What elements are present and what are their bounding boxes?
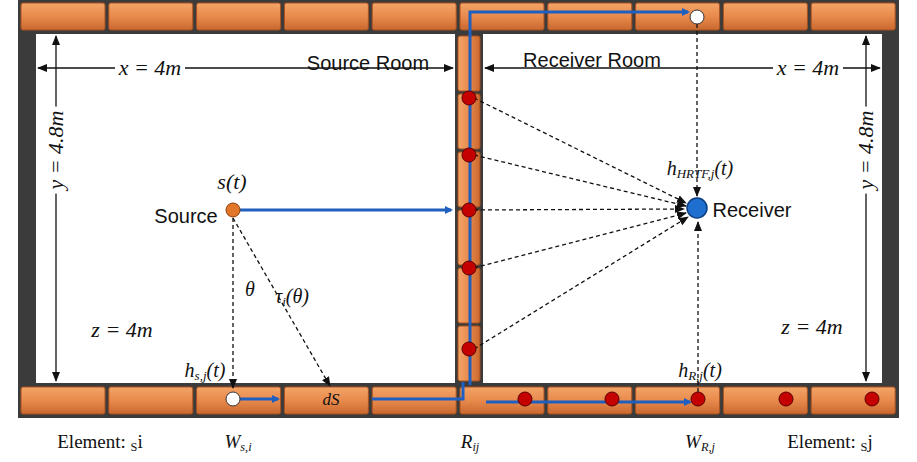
label-text: Rij (461, 432, 479, 453)
brick (723, 387, 807, 414)
source-room (36, 34, 455, 383)
brick (811, 387, 895, 414)
label-text: hR,j(t) (678, 359, 722, 381)
brick (197, 3, 281, 30)
brick (21, 387, 105, 414)
label-text: τi(θ) (275, 285, 309, 307)
source-dot (226, 203, 240, 217)
label-text: Element: Si (57, 432, 143, 453)
brick (811, 3, 895, 30)
element-dot (690, 10, 704, 24)
brick (636, 3, 720, 30)
brick (548, 3, 632, 30)
label-text: y = 4.8m (44, 107, 68, 194)
dimension-line (55, 36, 56, 381)
receiver-room (483, 34, 882, 383)
label-text: hHRTF,j(t) (667, 157, 734, 179)
label-text: hs,j(t) (185, 359, 226, 381)
label-text: Ws,i (224, 432, 251, 453)
label-text: WR,j (685, 432, 715, 453)
ray-line (233, 218, 330, 386)
brick (284, 3, 368, 30)
label-text: θ (245, 278, 255, 300)
label-text: Receiver Room (523, 49, 661, 71)
element-dots (462, 91, 879, 406)
label-text: z = 4m (91, 318, 152, 342)
label-text: x = 4m (773, 56, 844, 80)
label-text: s(t) (217, 170, 246, 194)
ray-lines (474, 24, 698, 392)
brick (284, 387, 368, 414)
dimension-line (865, 36, 866, 381)
brick (372, 3, 456, 30)
label-text: Source (154, 205, 217, 227)
element-dot (226, 392, 240, 406)
receiver-dot (687, 198, 707, 218)
label-text: y = 4.8m (854, 107, 878, 194)
ray-line (232, 218, 233, 388)
label-text: x = 4m (115, 56, 186, 80)
label-text: z = 4m (781, 315, 842, 339)
brick (109, 3, 193, 30)
brick (109, 387, 193, 414)
brick (197, 387, 281, 414)
brick (723, 3, 807, 30)
brick (460, 3, 544, 30)
label-text: Source Room (307, 52, 429, 74)
label-text: Element: Sj (787, 432, 873, 453)
brick (21, 3, 105, 30)
label-text: Receiver (713, 199, 792, 221)
transmission-path (240, 12, 690, 402)
wall-frame (18, 0, 899, 418)
label-text: dS (323, 391, 340, 410)
